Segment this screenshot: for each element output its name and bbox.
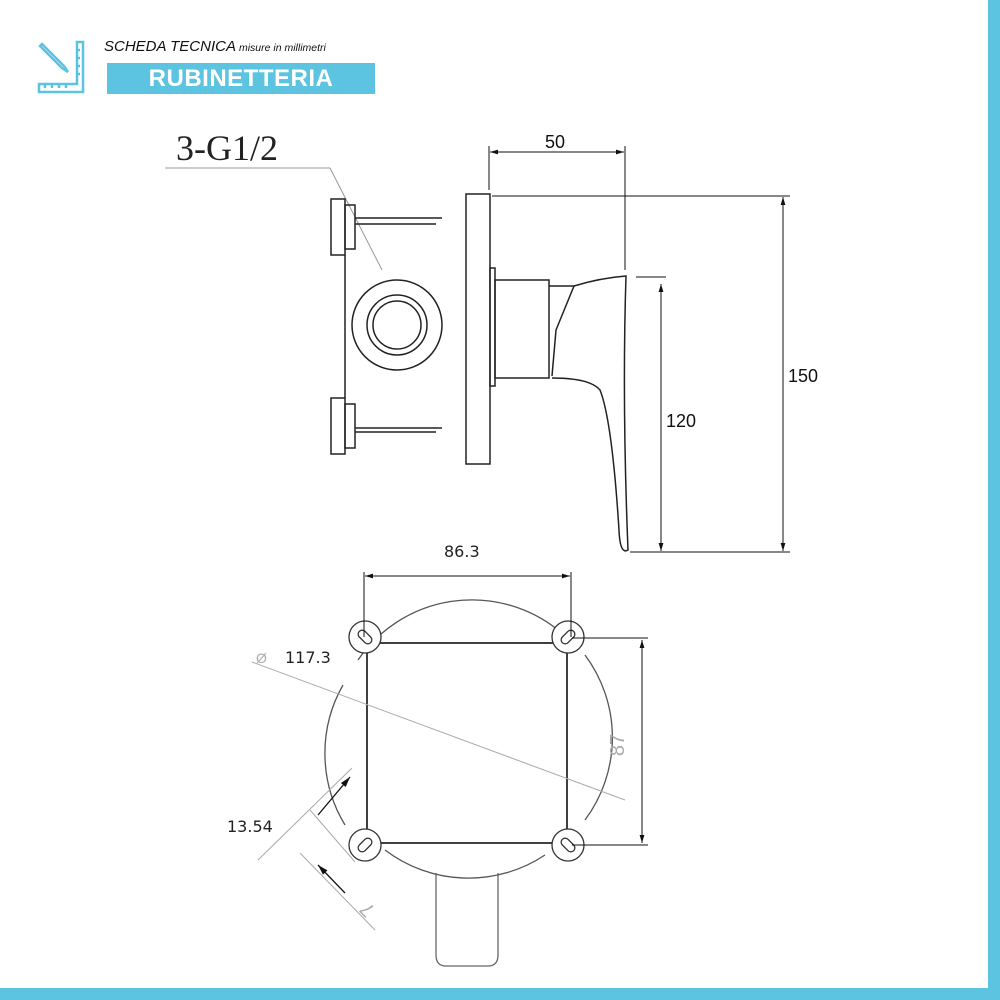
dim-slot-width: 13.54 (227, 817, 273, 836)
thread-label: 3-G1/2 (176, 128, 278, 168)
diameter-symbol: Ø (256, 650, 267, 666)
dim-height-total: 150 (788, 366, 818, 386)
dim-height: 87 (607, 734, 629, 756)
mounting-lugs (348, 620, 585, 862)
dim-width: 86.3 (444, 542, 480, 561)
dim-depth: 50 (545, 132, 565, 152)
ruler-pencil-icon (37, 40, 85, 94)
dim-slot-size: 7 (356, 898, 379, 921)
frame-border-right (988, 0, 1000, 1000)
title-subtitle: misure in millimetri (238, 42, 326, 54)
front-view: 117.3 Ø 86.3 87 13.54 7 (227, 542, 648, 967)
frame-border-bottom (0, 988, 1000, 1000)
category-banner: RUBINETTERIA (107, 63, 375, 94)
side-view: 3-G1/2 50 150 120 (165, 128, 818, 553)
dim-diameter: 117.3 (285, 648, 331, 667)
title-main: SCHEDA TECNICA (104, 38, 236, 55)
dim-height-handle: 120 (666, 411, 696, 431)
